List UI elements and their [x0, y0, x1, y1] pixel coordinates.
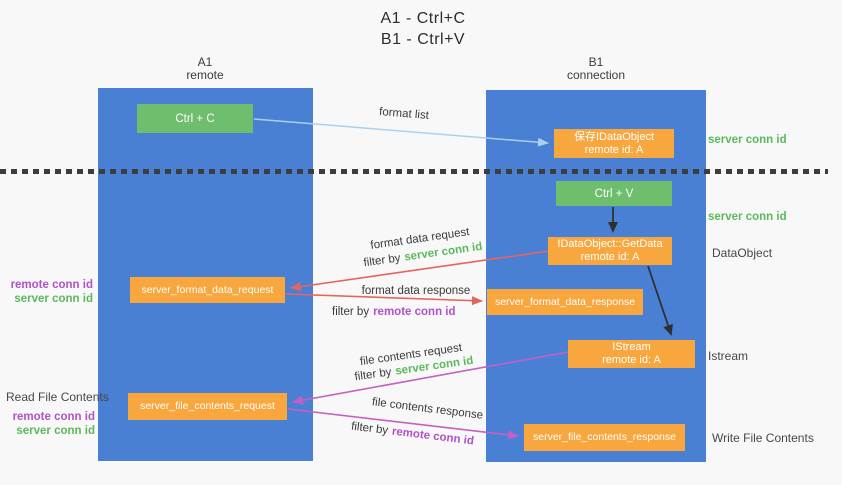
format-list-label: format list — [378, 106, 430, 122]
filter-by-text: filter by — [332, 306, 370, 318]
diagram-title: A1 - Ctrl+C B1 - Ctrl+V — [323, 8, 523, 50]
server-format-data-response-label: server_format_data_response — [494, 295, 636, 308]
write-file-contents-label: Write File Contents — [712, 431, 814, 445]
left-remote-conn-id-label: remote conn id — [10, 279, 93, 291]
format-data-response-label: format data response — [361, 285, 471, 297]
node-server-file-contents-request: server_file_contents_request — [128, 393, 287, 420]
istream-line1: IStream — [612, 341, 651, 353]
save-idataobject-line1: 保存IDataObject — [573, 130, 655, 143]
left-lane-header-id: A1 — [197, 55, 213, 69]
read-file-contents-label: Read File Contents — [6, 390, 109, 404]
right-server-conn-id-label-2: server conn id — [708, 211, 787, 223]
istream-side-label: Istream — [708, 349, 749, 363]
filter-by-text: filter by — [362, 252, 402, 270]
istream-line2: remote id: A — [602, 354, 661, 366]
server-format-data-request-label: server_format_data_request — [141, 283, 274, 296]
left-lane-header: A1 remote — [145, 56, 265, 82]
server-file-contents-request-label: server_file_contents_request — [140, 400, 275, 412]
right-lane-header: B1 connection — [536, 56, 656, 82]
ctrl-c-label: Ctrl + C — [175, 112, 215, 125]
clipboard-phase-divider-line — [0, 169, 828, 174]
right-lane-header-role: connection — [566, 68, 626, 82]
title-line-2: B1 - Ctrl+V — [380, 31, 466, 48]
left-server-conn-id-label: server conn id — [14, 293, 93, 305]
node-idataobject-getdata: IDataObject::GetData remote id: A — [548, 237, 672, 265]
left-server-conn-id-label-2: server conn id — [16, 425, 95, 437]
ctrl-v-label: Ctrl + V — [594, 187, 634, 200]
node-server-file-contents-response: server_file_contents_response — [524, 424, 685, 451]
left-lane-header-role: remote — [186, 68, 224, 82]
node-save-idataobject: 保存IDataObject remote id: A — [554, 129, 674, 158]
node-ctrl-c: Ctrl + C — [137, 104, 253, 133]
node-istream: IStream remote id: A — [568, 340, 695, 368]
right-server-conn-id-label: server conn id — [708, 134, 787, 146]
node-server-format-data-request: server_format_data_request — [130, 277, 285, 303]
remote-conn-id-text: remote conn id — [391, 425, 475, 448]
server-file-contents-response-label: server_file_contents_response — [532, 431, 676, 443]
left-remote-conn-id-label-2: remote conn id — [12, 411, 95, 423]
filter-by-text: filter by — [353, 366, 393, 384]
dataobject-label: DataObject — [712, 246, 773, 260]
remote-conn-id-text: remote conn id — [373, 306, 456, 318]
getdata-line1: IDataObject::GetData — [557, 238, 663, 250]
file-contents-response-label: file contents response — [371, 396, 484, 422]
filter-by-text: filter by — [350, 420, 389, 437]
right-lane-header-id: B1 — [588, 55, 604, 69]
node-server-format-data-response: server_format_data_response — [487, 289, 643, 315]
node-ctrl-v: Ctrl + V — [556, 181, 672, 206]
save-idataobject-line2: remote id: A — [584, 143, 644, 156]
getdata-line2: remote id: A — [580, 251, 640, 263]
title-line-1: A1 - Ctrl+C — [380, 10, 466, 27]
